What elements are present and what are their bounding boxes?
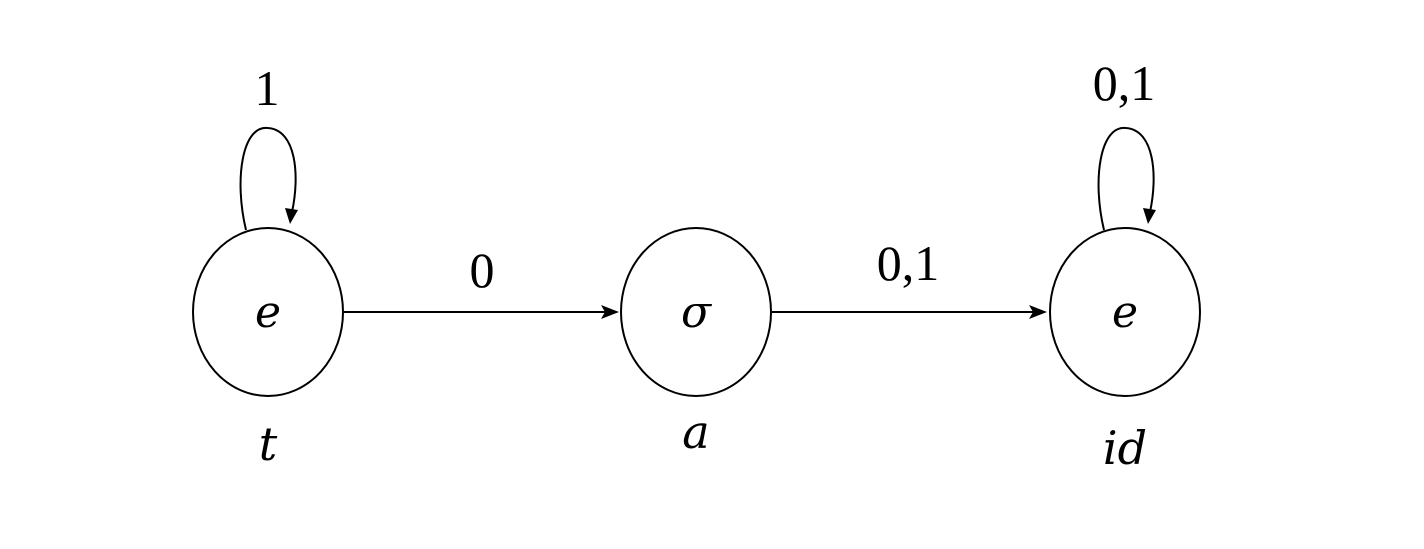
edge-t-to-a: 0 bbox=[344, 242, 619, 319]
edge-a-to-id: 0,1 bbox=[772, 235, 1047, 319]
self-loop-id-path bbox=[1097, 126, 1155, 231]
self-loop-t-path bbox=[239, 126, 297, 231]
state-a-circle bbox=[620, 227, 772, 397]
state-t-circle bbox=[192, 227, 344, 397]
edge-t-to-a-label: 0 bbox=[470, 242, 495, 298]
state-id-inner-symbol: e bbox=[1112, 287, 1138, 338]
state-a: σ a bbox=[620, 227, 772, 459]
edge-t-to-a-arrowhead bbox=[601, 305, 619, 319]
state-id-circle bbox=[1049, 227, 1201, 397]
self-loop-t-label: 1 bbox=[255, 60, 280, 116]
edge-a-to-id-label: 0,1 bbox=[877, 235, 940, 291]
self-loop-id-label: 0,1 bbox=[1093, 55, 1156, 111]
state-a-inner-symbol: σ bbox=[681, 287, 713, 338]
state-t: e t bbox=[192, 227, 344, 471]
edge-a-to-id-arrowhead bbox=[1029, 305, 1047, 319]
state-t-name-label: t bbox=[259, 417, 278, 471]
self-loop-t: 1 bbox=[239, 60, 298, 231]
state-a-name-label: a bbox=[682, 405, 709, 459]
state-id-name-label: id bbox=[1103, 421, 1147, 475]
self-loop-id-arrowhead bbox=[1143, 208, 1156, 224]
self-loop-t-arrowhead bbox=[285, 208, 298, 224]
state-t-inner-symbol: e bbox=[255, 287, 281, 338]
state-id: e id bbox=[1049, 227, 1201, 475]
self-loop-id: 0,1 bbox=[1093, 55, 1156, 231]
